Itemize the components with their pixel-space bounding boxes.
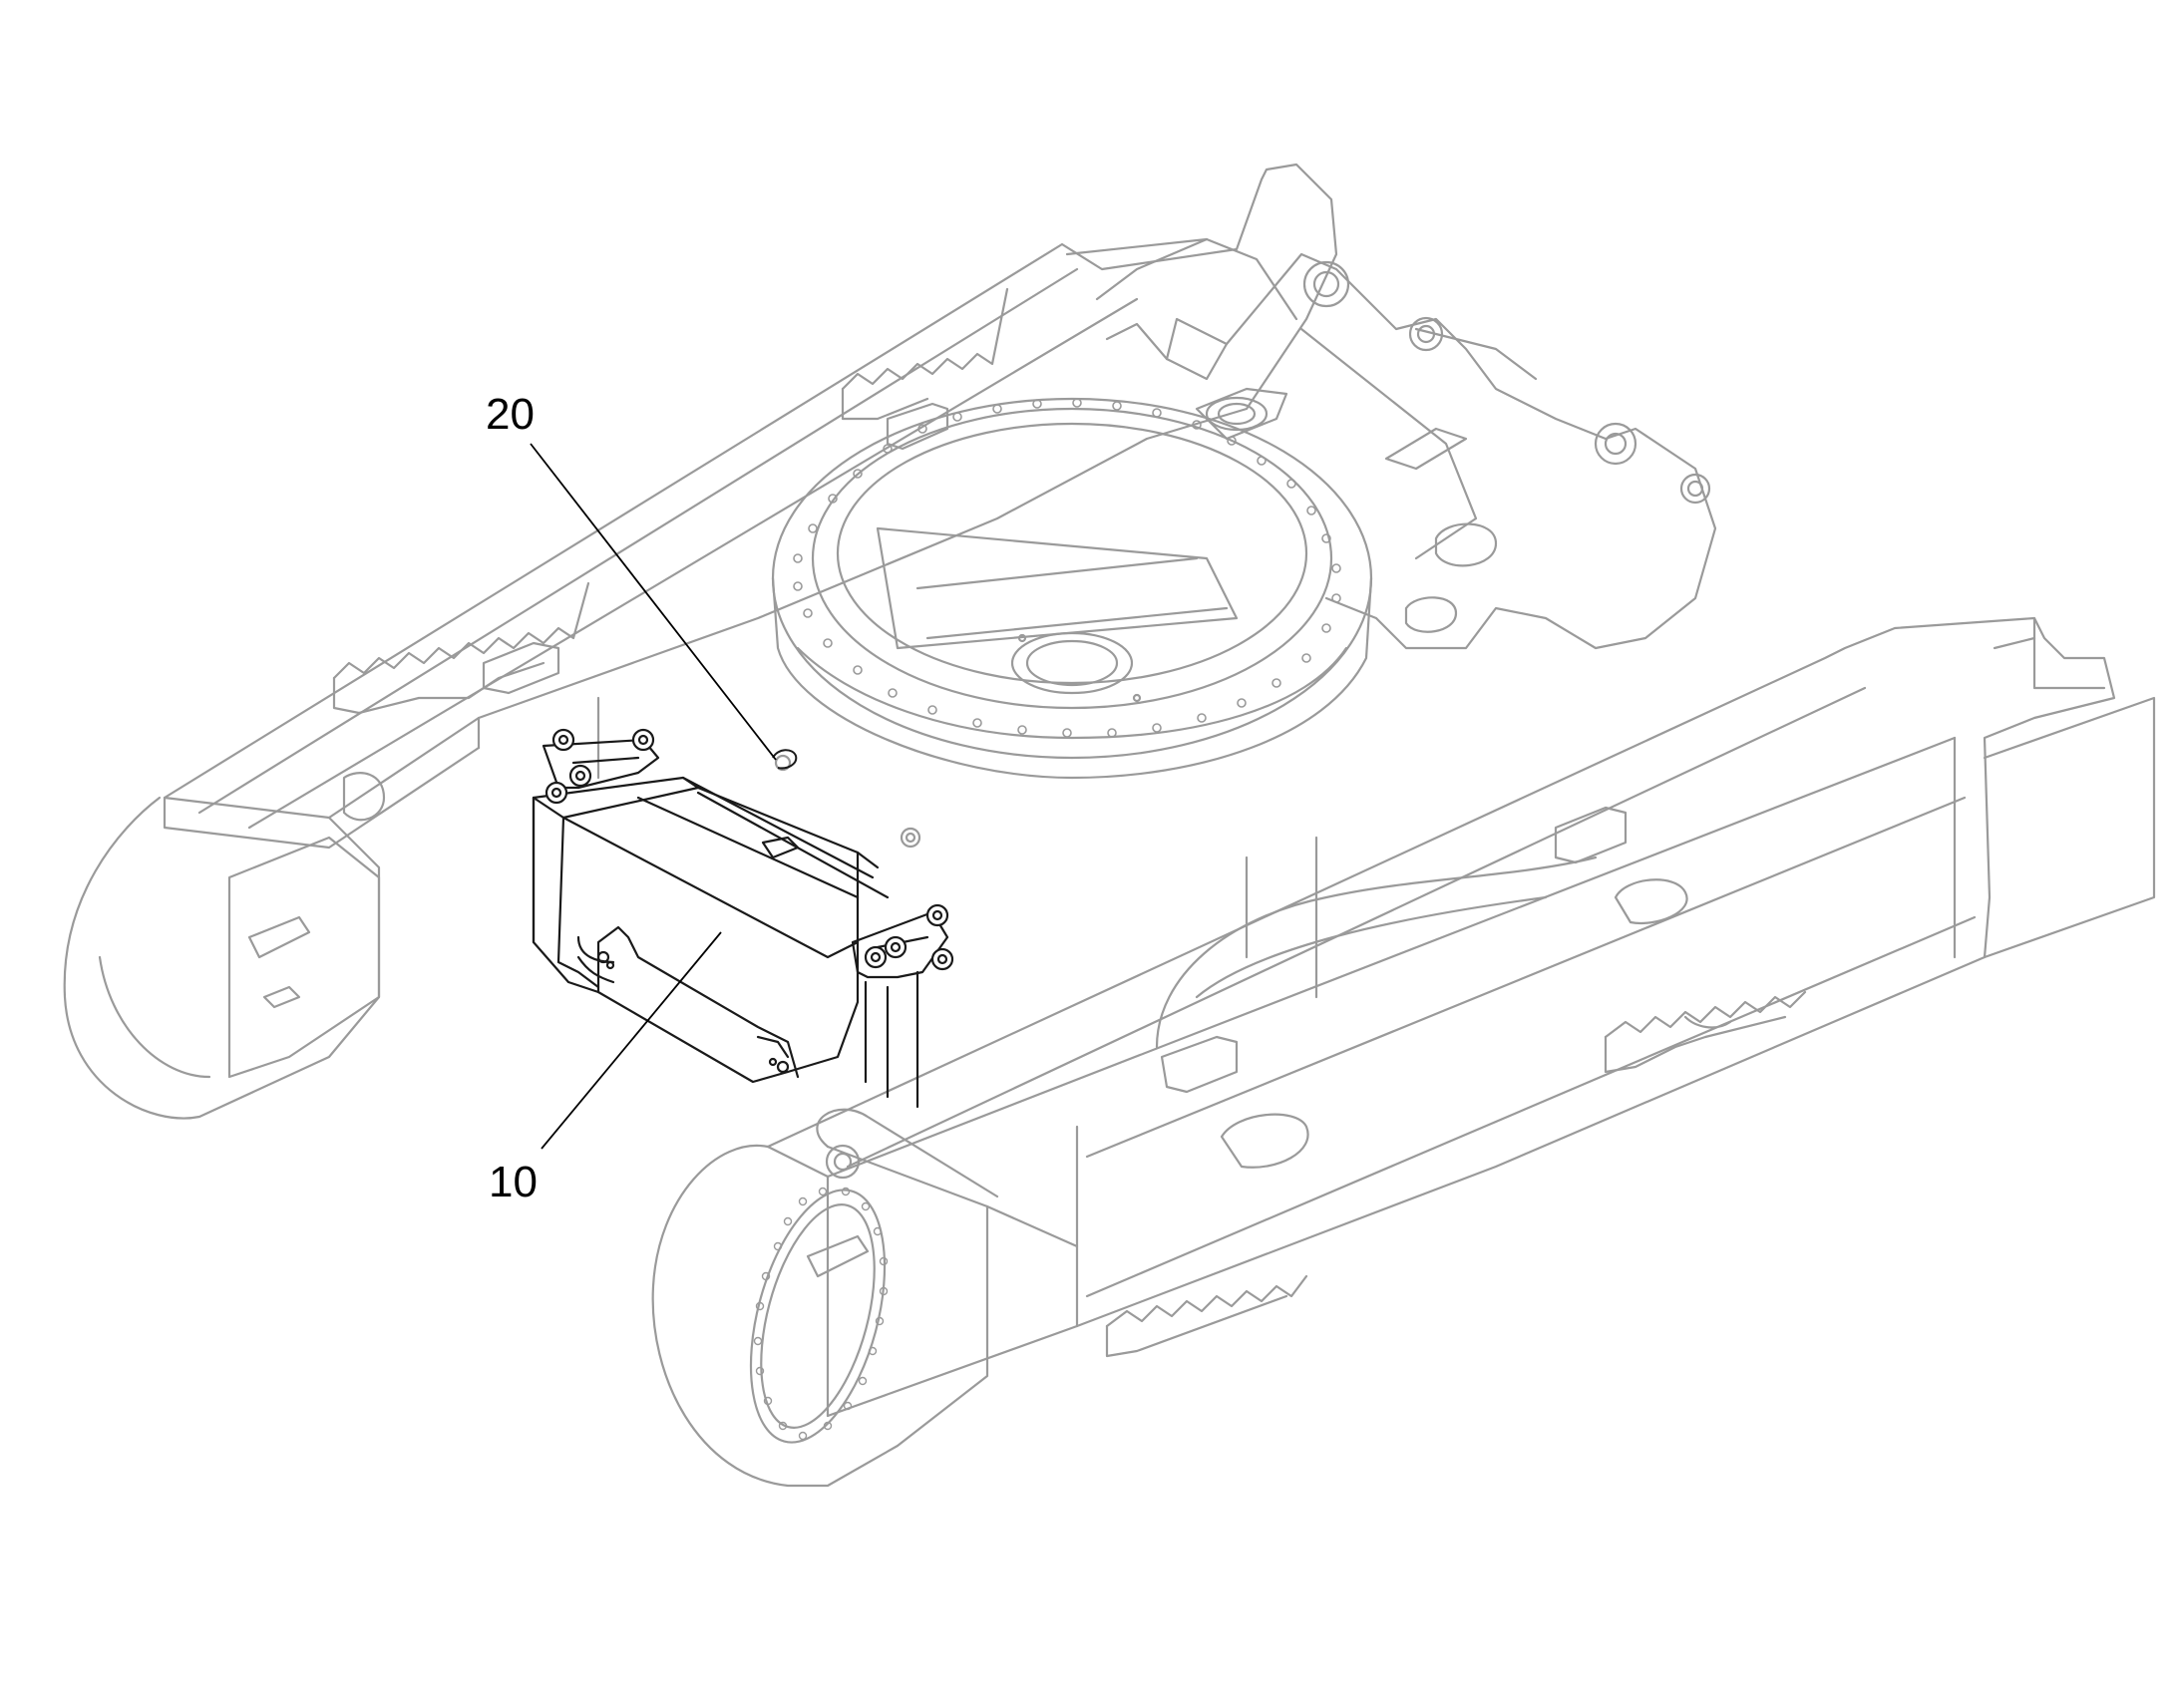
part-10-bolts [545,728,954,971]
callout-20: 20 [486,390,777,761]
callout-10: 10 [489,931,722,1206]
slewing-ring [771,397,1373,780]
callout-10-label: 10 [489,1158,538,1206]
idler-bolt-ring [753,1187,889,1441]
center-fittings [774,754,921,849]
center-body [1065,237,1717,650]
left-track-frame [63,163,1338,1120]
part-10-cover-assembly [532,738,949,1109]
undercarriage-frame [63,163,2156,1488]
callout-10-leader-line [541,931,722,1150]
right-track-frame [651,616,2156,1488]
callout-20-label: 20 [486,390,535,439]
part-20-fitting [772,749,798,770]
ring-bolt-holes [793,398,1341,738]
callout-20-leader-line [530,443,777,761]
